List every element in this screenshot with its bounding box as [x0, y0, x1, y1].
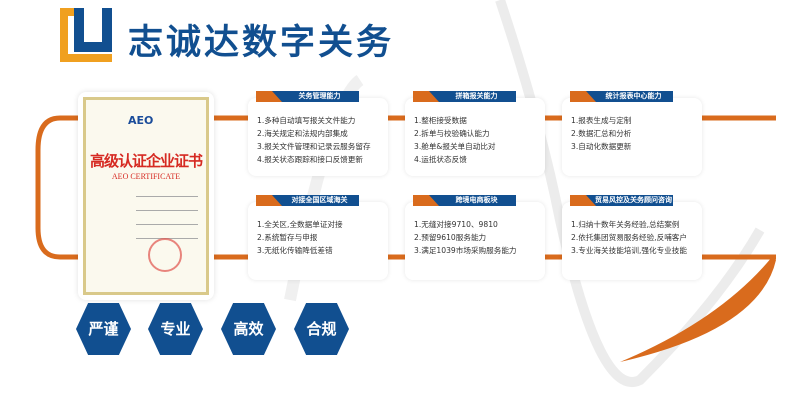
- list-item: 3.报关文件管理和记录云服务留存: [257, 142, 371, 151]
- red-seal: [148, 238, 182, 272]
- certificate-subtitle: AEO CERTIFICATE: [111, 172, 181, 181]
- list-item: 2.数据汇总和分析: [571, 129, 632, 138]
- list-item: 3.满足1039市场采购服务能力: [414, 246, 517, 255]
- orange-bracket-line: [35, 115, 776, 260]
- card-lcl-declaration: 拼箱报关能力 1.整柜接受数据 2.拆单与校验确认能力 3.舱单&报关单自动比对…: [405, 91, 545, 176]
- list-item: 1.全关区,全数据单证对接: [257, 220, 343, 229]
- value-badge-professional: 专业: [148, 303, 203, 355]
- list-item: 1.归纳十数年关务经验,总结案例: [571, 220, 680, 229]
- list-item: 4.报关状态跟踪和接口反馈更新: [257, 155, 363, 164]
- list-item: 2.预留9610服务能力: [414, 233, 487, 242]
- card-title: 对接全国区域海关: [272, 195, 359, 206]
- card-title: 贸易风控及关务顾问咨询: [586, 195, 673, 206]
- card-title: 跨境电商板块: [429, 195, 516, 206]
- list-item: 2.拆单与校验确认能力: [414, 129, 490, 138]
- card-cross-border-ecommerce: 跨境电商板块 1.无缝对接9710、9810 2.预留9610服务能力 3.满足…: [405, 195, 545, 280]
- aeo-certificate: AEO 高级认证企业证书 AEO CERTIFICATE: [78, 92, 214, 300]
- list-item: 3.自动化数据更新: [571, 142, 632, 151]
- list-item: 3.专业海关技能培训,强化专业技能: [571, 246, 687, 255]
- card-title: 关务管理能力: [272, 91, 359, 102]
- list-item: 2.依托集团贸易服务经验,反哺客户: [571, 233, 687, 242]
- card-customs-management: 关务管理能力 1.多种自动填写报关文件能力 2.海关规定和法规内部集成 3.报关…: [248, 91, 388, 176]
- certificate-title: 高级认证企业证书: [89, 152, 203, 170]
- value-badge-efficient: 高效: [221, 303, 276, 355]
- list-item: 1.多种自动填写报关文件能力: [257, 116, 356, 125]
- value-badge-rigorous: 严谨: [76, 303, 131, 355]
- card-title: 统计报表中心能力: [586, 91, 673, 102]
- card-title: 拼箱报关能力: [429, 91, 516, 102]
- brand-logo: [60, 8, 112, 62]
- card-national-customs: 对接全国区域海关 1.全关区,全数据单证对接 2.系统暂存与申报 3.无纸化传输…: [248, 195, 388, 280]
- list-item: 2.海关规定和法规内部集成: [257, 129, 348, 138]
- value-badge-compliant: 合规: [294, 303, 349, 355]
- card-trade-risk-consulting: 贸易风控及关务顾问咨询 1.归纳十数年关务经验,总结案例 2.依托集团贸易服务经…: [562, 195, 702, 280]
- list-item: 2.系统暂存与申报: [257, 233, 318, 242]
- list-item: 4.运抵状态反馈: [414, 155, 467, 164]
- card-statistics-reports: 统计报表中心能力 1.报表生成与定制 2.数据汇总和分析 3.自动化数据更新: [562, 91, 702, 176]
- list-item: 1.报表生成与定制: [571, 116, 632, 125]
- list-item: 1.无缝对接9710、9810: [414, 220, 498, 229]
- list-item: 3.无纸化传输降低差错: [257, 246, 333, 255]
- list-item: 1.整柜接受数据: [414, 116, 467, 125]
- list-item: 3.舱单&报关单自动比对: [414, 142, 496, 151]
- brand-name: 志诚达数字关务: [128, 22, 395, 63]
- aeo-logo: AEO: [128, 114, 154, 127]
